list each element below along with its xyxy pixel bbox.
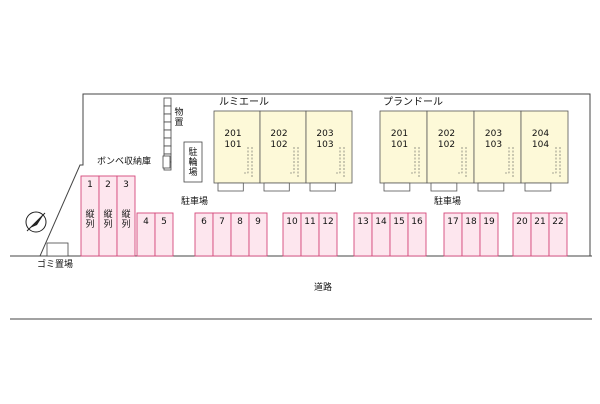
parking-slot-number-8: 8 — [237, 217, 243, 227]
parking-slot-9 — [248, 212, 268, 257]
tandem-label-2: 縦列 — [103, 210, 113, 230]
lumiere-unit-number-203: 203 103 — [316, 129, 334, 150]
lumiere-stairs-201 — [244, 147, 253, 177]
grandoll-stairs-203 — [505, 147, 514, 177]
tandem-label-3: 縦列 — [121, 210, 131, 230]
parking-slot-number-13: 13 — [357, 217, 369, 227]
parking-slot-19 — [479, 212, 499, 257]
grandoll-entrance-203 — [477, 182, 505, 192]
lumiere-unit-number-202: 202 102 — [270, 129, 288, 150]
garbage-label: ゴミ置場 — [37, 260, 74, 270]
parking-slot-number-3: 3 — [123, 180, 129, 190]
parking-slot-5 — [154, 212, 174, 257]
lumiere-unit-201 — [213, 110, 261, 184]
parking-slot-number-15: 15 — [393, 217, 405, 227]
parking-slot-number-11: 11 — [304, 217, 316, 227]
gas-storage-label: ボンベ収納庫 — [97, 157, 152, 167]
parking-left-label: 駐車場 — [181, 197, 209, 207]
parking-slot-number-17: 17 — [447, 217, 459, 227]
parking-slot-3 — [116, 175, 136, 257]
parking-slot-number-21: 21 — [534, 217, 546, 227]
building-right-name: プランドール — [383, 97, 443, 108]
grandoll-stairs-204 — [552, 147, 561, 177]
grandoll-entrance-201 — [383, 182, 411, 192]
lumiere-entrance-202 — [263, 182, 290, 192]
parking-slot-number-16: 16 — [411, 217, 423, 227]
parking-slot-number-6: 6 — [201, 217, 207, 227]
parking-slot-number-18: 18 — [465, 217, 477, 227]
parking-slot-number-2: 2 — [105, 180, 111, 190]
parking-slot-number-7: 7 — [219, 217, 225, 227]
lumiere-entrance-201 — [217, 182, 244, 192]
parking-slot-number-5: 5 — [161, 217, 167, 227]
parking-slot-number-12: 12 — [322, 217, 334, 227]
grandoll-unit-number-204: 204 104 — [531, 129, 550, 150]
grandoll-unit-number-202: 202 102 — [437, 129, 456, 150]
lumiere-unit-203 — [305, 110, 353, 184]
north-arrow-icon — [25, 211, 47, 233]
grandoll-entrance-202 — [430, 182, 458, 192]
grandoll-stairs-201 — [411, 147, 420, 177]
lumiere-stairs-202 — [290, 147, 299, 177]
bicycle-parking-label: 駐輪場 — [188, 148, 198, 178]
road-label: 道路 — [314, 283, 333, 293]
gas-storage-box — [162, 155, 171, 169]
grandoll-entrance-204 — [524, 182, 552, 192]
parking-slot-number-9: 9 — [255, 217, 261, 227]
buildings-layer — [213, 110, 569, 192]
parking-slots-layer — [80, 175, 568, 257]
parking-slot-number-14: 14 — [375, 217, 387, 227]
parking-slot-number-10: 10 — [286, 217, 298, 227]
garbage-area — [46, 242, 69, 257]
parking-slot-number-4: 4 — [143, 217, 149, 227]
monooki-label: 物置 — [174, 108, 184, 128]
bicycle-parking-area — [183, 141, 203, 183]
tandem-label-1: 縦列 — [85, 210, 95, 230]
lumiere-unit-number-201: 201 101 — [224, 129, 242, 150]
lumiere-entrance-203 — [309, 182, 336, 192]
parking-slot-number-19: 19 — [483, 217, 495, 227]
parking-slot-number-1: 1 — [87, 180, 93, 190]
parking-slot-number-22: 22 — [552, 217, 564, 227]
lumiere-stairs-203 — [336, 147, 345, 177]
parking-slot-number-20: 20 — [516, 217, 528, 227]
parking-slot-16 — [407, 212, 427, 257]
grandoll-unit-number-201: 201 101 — [390, 129, 409, 150]
grandoll-unit-number-203: 203 103 — [484, 129, 503, 150]
building-left-name: ルミエール — [219, 97, 269, 108]
parking-right-label: 駐車場 — [434, 197, 462, 207]
parking-slot-22 — [548, 212, 568, 257]
grandoll-stairs-202 — [458, 147, 467, 177]
parking-slot-12 — [318, 212, 338, 257]
